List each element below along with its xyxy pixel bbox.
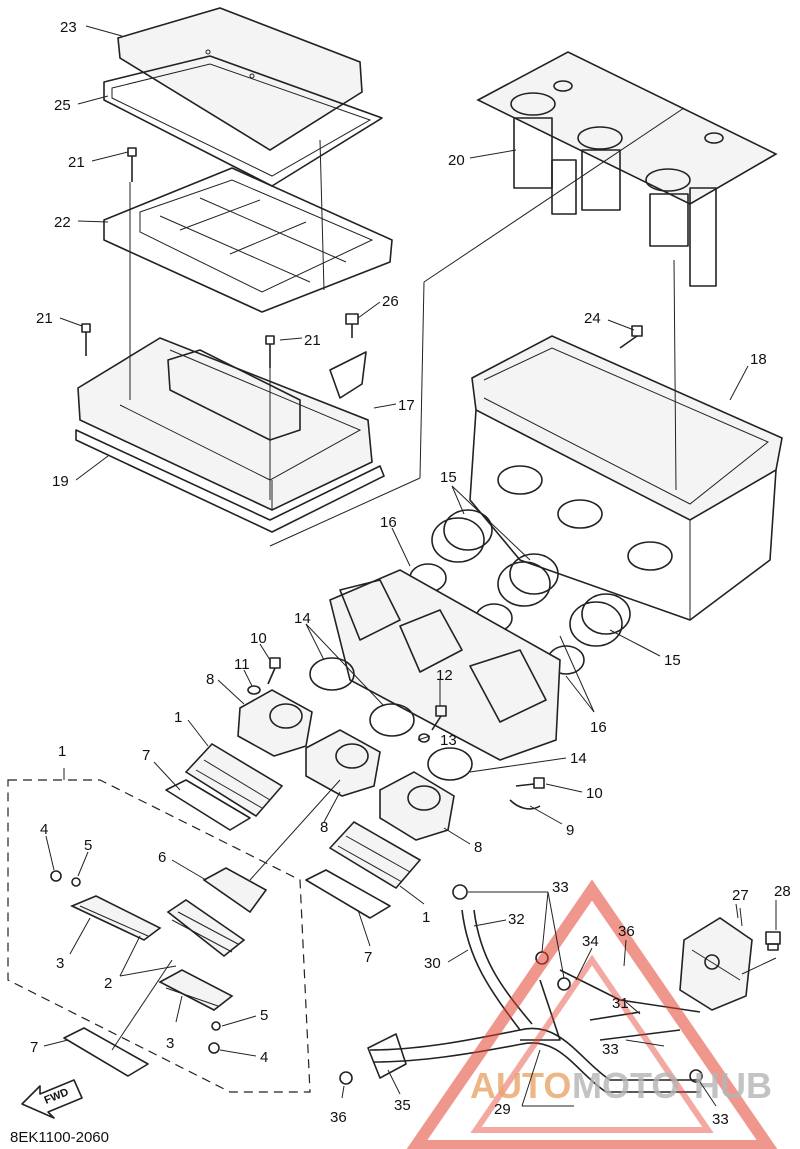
callout-13: 13 — [440, 732, 457, 749]
callout-33c: 33 — [712, 1111, 729, 1128]
bolt-26 — [345, 313, 359, 338]
air-box-upper — [469, 335, 783, 621]
callout-11: 11 — [234, 656, 250, 673]
callout-31: 31 — [612, 995, 629, 1012]
callout-33a: 33 — [552, 879, 569, 896]
callouts: 23 25 21 22 21 21 26 20 24 18 17 19 15 1… — [30, 19, 791, 1128]
callout-7c: 7 — [30, 1039, 38, 1056]
intake-joint-mid — [497, 553, 559, 607]
callout-33b: 33 — [602, 1041, 619, 1058]
callout-25: 25 — [54, 97, 71, 114]
callout-30: 30 — [424, 955, 441, 972]
velocity-stack-plate — [476, 51, 778, 287]
bolt-21-top — [127, 147, 137, 182]
callout-12: 12 — [436, 667, 453, 684]
callout-20: 20 — [448, 152, 465, 169]
callout-14b: 14 — [570, 750, 587, 767]
callout-26: 26 — [382, 293, 399, 310]
callout-3a: 3 — [56, 955, 64, 972]
diagram-code: 8EK1100-2060 — [10, 1129, 109, 1146]
callout-5a: 5 — [84, 837, 92, 854]
callout-3b: 3 — [166, 1035, 174, 1052]
leader-lines — [111, 107, 685, 1051]
callout-15a: 15 — [440, 469, 457, 486]
callout-2: 2 — [104, 975, 112, 992]
callout-1c: 1 — [58, 743, 66, 760]
intake-joint-left — [431, 509, 493, 563]
bolts-10-11-12-13 — [247, 657, 545, 810]
callout-8b: 8 — [320, 819, 328, 836]
callout-18: 18 — [750, 351, 767, 368]
watermark-part3: HUB — [694, 1065, 772, 1106]
callout-1b: 1 — [422, 909, 430, 926]
autohub-watermark-logo: AUTO MOTO HUB — [406, 879, 778, 1149]
callout-4b: 4 — [260, 1049, 268, 1066]
callout-22: 22 — [54, 214, 71, 231]
callout-8c: 8 — [474, 839, 482, 856]
callout-5b: 5 — [260, 1007, 268, 1024]
forward-arrow-icon: FWD — [21, 1079, 83, 1119]
intake-joint-right — [569, 593, 631, 647]
callout-36b: 36 — [330, 1109, 347, 1126]
reed-valve-top — [184, 742, 284, 818]
callout-21b: 21 — [36, 310, 53, 327]
callout-10a: 10 — [250, 630, 267, 647]
callout-14a: 14 — [294, 610, 311, 627]
filter-element-frame — [103, 167, 393, 313]
callout-15b: 15 — [664, 652, 681, 669]
callout-6: 6 — [158, 849, 166, 866]
callout-21c: 21 — [304, 332, 321, 349]
callout-28: 28 — [774, 883, 791, 900]
air-box-gasket — [75, 429, 385, 533]
watermark-part2: MOTO — [572, 1065, 679, 1106]
callout-24: 24 — [584, 310, 601, 327]
callout-10b: 10 — [586, 785, 603, 802]
callout-35: 35 — [394, 1097, 411, 1114]
carburetor-assembly — [329, 569, 561, 761]
callout-16b: 16 — [590, 719, 607, 736]
callout-8a: 8 — [206, 671, 214, 688]
intake-manifolds-8 — [237, 689, 455, 841]
callout-32: 32 — [508, 911, 525, 928]
callout-23: 23 — [60, 19, 77, 36]
reed-valve-exploded-box — [7, 768, 311, 1093]
bolt-21-left — [81, 323, 91, 356]
callout-9: 9 — [566, 822, 574, 839]
callout-27: 27 — [732, 887, 749, 904]
bolt-28 — [765, 931, 781, 951]
bolt-21-mid — [265, 335, 275, 368]
bolt-24 — [619, 325, 643, 349]
callout-17: 17 — [398, 397, 415, 414]
callout-36a: 36 — [618, 923, 635, 940]
callout-7b: 7 — [364, 949, 372, 966]
fuel-pump-27 — [679, 917, 753, 1011]
callout-7a: 7 — [142, 747, 150, 764]
callout-16a: 16 — [380, 514, 397, 531]
callout-34: 34 — [582, 933, 599, 950]
callout-19: 19 — [52, 473, 69, 490]
callout-4a: 4 — [40, 821, 48, 838]
reed-valve-bottom — [328, 820, 422, 890]
watermark-part1: AUTO — [470, 1065, 571, 1106]
air-box-lower — [77, 337, 373, 511]
callout-21a: 21 — [68, 154, 85, 171]
air-filter-cover — [117, 7, 363, 151]
callout-29: 29 — [494, 1101, 511, 1118]
callout-1a: 1 — [174, 709, 182, 726]
gaskets-7 — [63, 779, 391, 1077]
